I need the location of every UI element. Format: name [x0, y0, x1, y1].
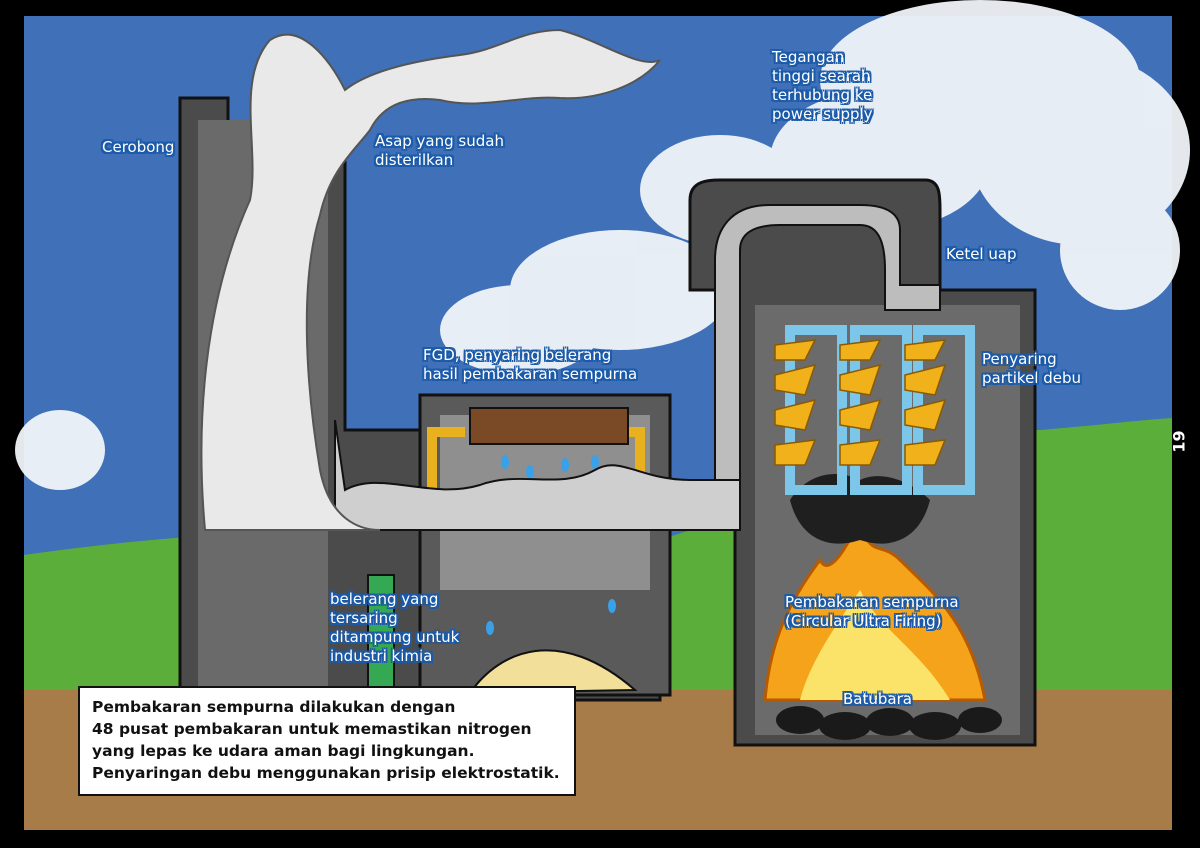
sulfur-outlet-pipe — [367, 574, 395, 696]
dust-filter-plates — [774, 325, 975, 495]
caption-box: Pembakaran sempurna dilakukan dengan 48 … — [78, 686, 576, 796]
label-fgd: FGD, penyaring belerang hasil pembakaran… — [423, 346, 638, 383]
label-asap: Asap yang sudah disterilkan — [375, 132, 504, 169]
label-batubara: Batubara — [843, 690, 912, 708]
label-tegangan: Tegangan tinggi searah terhubung ke powe… — [772, 48, 873, 123]
sulfur-pile — [468, 649, 638, 695]
exhaust-duct — [334, 419, 741, 531]
label-belerang: belerang yang tersaring ditampung untuk … — [330, 590, 460, 665]
label-ketel-uap: Ketel uap — [946, 245, 1017, 263]
smoke-plume — [200, 28, 661, 531]
boiler — [688, 178, 1037, 747]
label-penyaring-debu: Penyaring partikel debu — [982, 350, 1082, 387]
fgd-filter — [469, 407, 629, 445]
label-pembakaran: Pembakaran sempurna (Circular Ultra Firi… — [785, 593, 959, 630]
label-cerobong: Cerobong — [102, 138, 175, 156]
page-number: 19 — [1169, 430, 1189, 453]
